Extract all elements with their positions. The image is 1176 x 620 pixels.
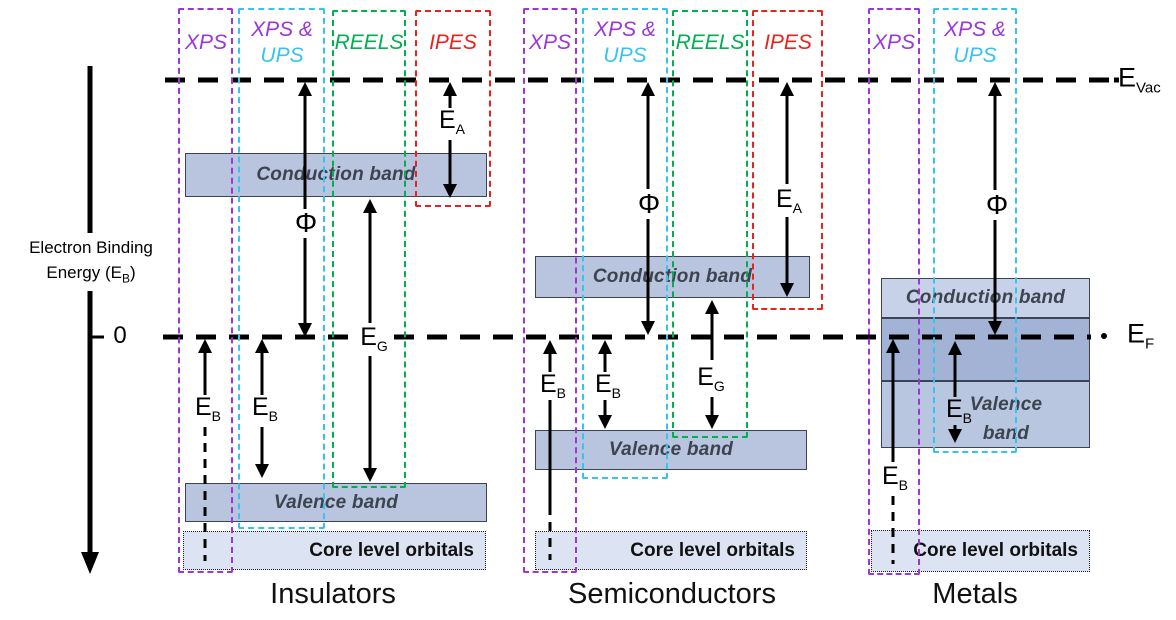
- metals-xps-amp-label: XPS &: [944, 18, 1006, 41]
- semiconductors-ups-label: UPS: [603, 44, 647, 67]
- insulators-eg-label: EG: [357, 324, 391, 354]
- insulators-reels-box: [332, 10, 406, 488]
- insulators-xps-ups-box: [238, 8, 325, 529]
- semiconductors-xps-box: [523, 8, 577, 573]
- insulators-title: Insulators: [270, 578, 396, 610]
- conduction-band-label: Conduction band: [256, 164, 416, 185]
- valence-band-label: Valence band: [273, 491, 399, 513]
- insulators-xps-label: XPS: [184, 31, 228, 54]
- insulators-reels-label: REELS: [334, 31, 404, 54]
- metals-valence-band: Valence band: [881, 381, 1090, 448]
- insulators-xps-amp-label: XPS &: [251, 18, 313, 41]
- ef-line-end-dot: [1101, 333, 1107, 339]
- axis-label: Electron Binding Energy (EB): [29, 238, 153, 286]
- insulators-conduction-band: Conduction band: [185, 153, 487, 197]
- semiconductors-reels-label: REELS: [675, 31, 745, 54]
- insulators-core-level-orbitals: Core level orbitals: [183, 531, 486, 570]
- semiconductors-reels-box: [672, 10, 748, 438]
- insulators-ups-label: UPS: [260, 44, 304, 67]
- semiconductors-phi-label: Φ: [637, 188, 661, 219]
- semiconductors-core-level-orbitals: Core level orbitals: [535, 531, 807, 570]
- insulators-ipes-label: IPES: [429, 31, 477, 54]
- metals-conduction-band: Conduction band: [881, 278, 1090, 318]
- semiconductors-eg-label: EG: [697, 363, 725, 394]
- metals-band-overlap: [881, 318, 1090, 381]
- core-level-label: Core level orbitals: [309, 539, 474, 561]
- metals-ups-label: UPS: [953, 44, 997, 67]
- zero-label: 0: [113, 322, 127, 349]
- semiconductors-xps-label: XPS: [528, 31, 572, 54]
- metals-core-level-orbitals: Core level orbitals: [871, 530, 1090, 572]
- metals-phi-label: Φ: [985, 189, 1009, 220]
- metals-eb-ups-label: EB: [945, 395, 973, 426]
- insulators-xps-box: [178, 8, 233, 573]
- semiconductors-title: Semiconductors: [568, 578, 776, 610]
- insulators-phi-label: Φ: [294, 207, 318, 238]
- semiconductors-ipes-box: [752, 10, 823, 310]
- semiconductors-xps-ups-box: [582, 8, 668, 479]
- ef-label: EF: [1127, 318, 1155, 353]
- insulators-ea-label: EA: [438, 106, 466, 137]
- insulators-ipes-box: [415, 10, 491, 207]
- semiconductors-eb-xps-label: EB: [539, 370, 567, 401]
- insulators-valence-band: Valence band: [185, 483, 487, 522]
- valence-band-label: Valence band: [969, 394, 1043, 445]
- metals-xps-box: [868, 8, 920, 575]
- semiconductors-ea-label: EA: [775, 185, 803, 216]
- metals-title: Metals: [932, 578, 1018, 610]
- insulators-eb-ups-label: EB: [251, 393, 279, 424]
- evac-label: EVac: [1118, 62, 1161, 97]
- metals-xps-label: XPS: [872, 31, 916, 54]
- valence-band-label: Valence band: [608, 439, 734, 460]
- semiconductors-eb-ups-label: EB: [594, 370, 622, 401]
- conduction-band-label: Conduction band: [905, 287, 1066, 308]
- insulators-eb-xps-label: EB: [194, 393, 222, 424]
- semiconductors-valence-band: Valence band: [535, 430, 807, 470]
- metals-eb-xps-label: EB: [881, 462, 909, 493]
- semiconductors-xps-amp-label: XPS &: [594, 18, 656, 41]
- core-level-label: Core level orbitals: [913, 540, 1078, 561]
- binding-energy-axis: [81, 66, 104, 574]
- metals-xps-ups-box: [933, 8, 1017, 453]
- axis-arrowhead: [81, 552, 99, 574]
- semiconductors-ipes-label: IPES: [764, 31, 812, 54]
- core-level-label: Core level orbitals: [630, 539, 795, 561]
